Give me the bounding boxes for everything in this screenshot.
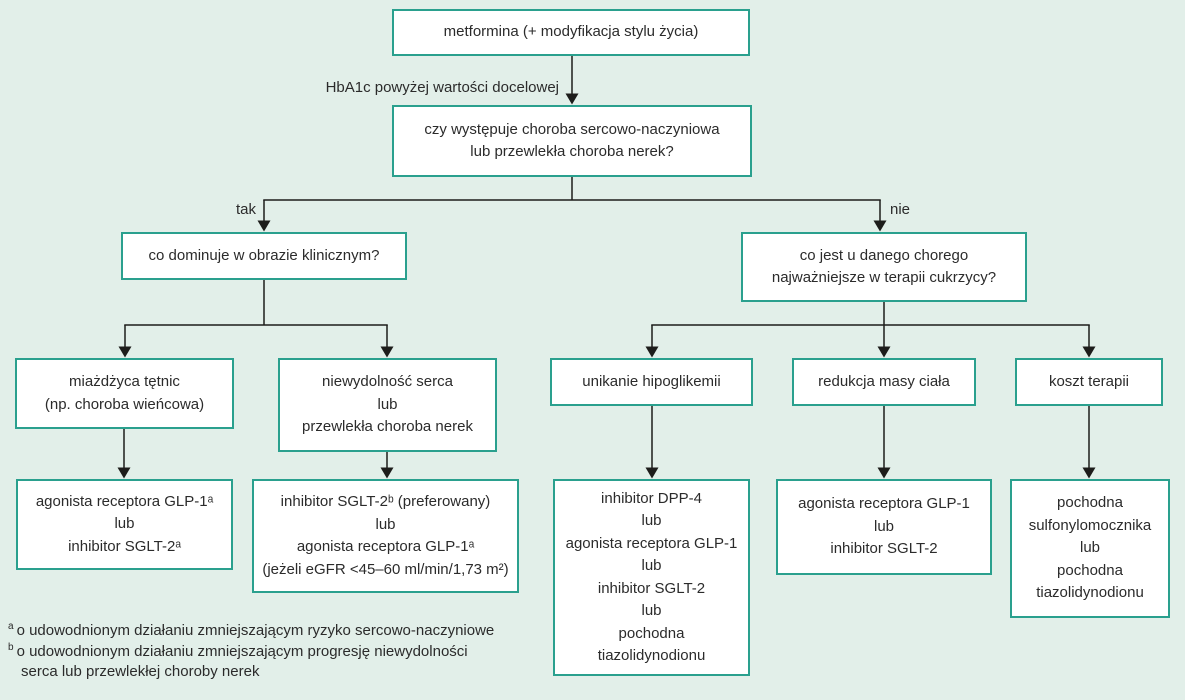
node-glp1-or-sglt2-a: agonista receptora GLP-1ᵃ lub inhibitor … <box>16 479 233 570</box>
node-therapy-cost: koszt terapii <box>1015 358 1163 406</box>
node-glp1-or-sglt2: agonista receptora GLP-1 lub inhibitor S… <box>776 479 992 575</box>
hba1c-label: HbA1c powyżej wartości docelowej <box>325 79 559 96</box>
footnote-b-text: o udowodnionym działaniu zmniejszającym … <box>16 642 468 681</box>
node-question-clinical: co dominuje w obrazie klinicznym? <box>121 232 407 280</box>
node-sulfonylurea-tzd: pochodna sulfonylomocznika lub pochodna … <box>1010 479 1170 618</box>
node-atherosclerosis: miażdżyca tętnic (np. choroba wieńcowa) <box>15 358 234 429</box>
node-dpp4-options: inhibitor DPP-4 lub agonista receptora G… <box>553 479 750 676</box>
node-sglt2-preferred: inhibitor SGLT-2ᵇ (preferowany) lub agon… <box>252 479 519 593</box>
node-avoid-hypoglycemia: unikanie hipoglikemii <box>550 358 753 406</box>
node-heart-failure-ckd: niewydolność serca lub przewlekła chorob… <box>278 358 497 452</box>
footnote-a-text: o udowodnionym działaniu zmniejszającym … <box>16 622 495 639</box>
edge-label-nie: nie <box>890 201 911 218</box>
node-question-priority: co jest u danego chorego najważniejsze w… <box>741 232 1027 302</box>
node-weight-reduction: redukcja masy ciała <box>792 358 976 406</box>
edge-label-tak: tak <box>235 201 256 218</box>
footnote-b-marker: b <box>8 641 14 653</box>
footnote-a-marker: a <box>8 621 14 632</box>
node-question-cvd-ckd: czy występuje choroba sercowo-naczyniowa… <box>392 105 752 177</box>
node-metformina: metformina (+ modyfikacja stylu życia) <box>392 9 750 56</box>
